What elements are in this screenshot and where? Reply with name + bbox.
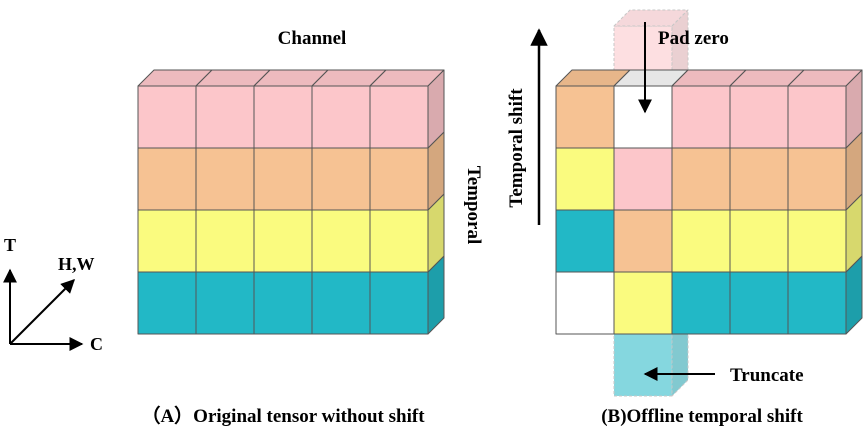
- cube-front-face: [253, 85, 313, 149]
- cube-front-face: [613, 209, 673, 273]
- cube-front-face: [253, 147, 313, 211]
- cube-front-face: [311, 271, 371, 335]
- cube-front-face: [671, 209, 731, 273]
- cube-front-face: [555, 209, 615, 273]
- temporal-shift-label: Temporal shift: [506, 88, 527, 208]
- cube-front-face: [613, 271, 673, 335]
- cube-front-face: [671, 85, 731, 149]
- cube-front-face: [613, 85, 673, 149]
- cube-r1-c5: [787, 69, 863, 149]
- axis-indicator: T H,W C: [2, 235, 103, 354]
- cube-front-face: [311, 209, 371, 273]
- caption-a: （A）Original tensor without shift: [141, 404, 425, 427]
- cube-front-face: [787, 271, 847, 335]
- cube-front-face: [195, 147, 255, 211]
- axis-hw-label: H,W: [58, 254, 95, 274]
- cube-front-face: [253, 209, 313, 273]
- temporal-label: Temporal: [463, 166, 484, 244]
- cube-front-face: [311, 85, 371, 149]
- offline-shift-panel: [555, 9, 863, 397]
- cube-side-face: [671, 9, 689, 89]
- cube-front-face: [671, 147, 731, 211]
- cube-r1-c3: [671, 69, 747, 149]
- cube-front-face: [787, 209, 847, 273]
- cube-front-face: [555, 85, 615, 149]
- cube-front-face: [253, 271, 313, 335]
- cube-front-face: [613, 333, 673, 397]
- cube-r3-c5: [369, 193, 445, 273]
- cube-front-face: [729, 271, 789, 335]
- cube-front-face: [613, 147, 673, 211]
- caption-b: (B)Offline temporal shift: [601, 406, 803, 427]
- cube-front-face: [369, 271, 429, 335]
- cube-front-face: [195, 271, 255, 335]
- axis-hw-line: [9, 279, 75, 345]
- axis-c-label: C: [90, 334, 103, 354]
- cube-front-face: [729, 209, 789, 273]
- cube-front-face: [729, 147, 789, 211]
- cube-front-face: [787, 147, 847, 211]
- cube-front-face: [555, 271, 615, 335]
- cube-r3-c5: [787, 193, 863, 273]
- cube-front-face: [787, 85, 847, 149]
- cube-front-face: [369, 85, 429, 149]
- pad-zero-label: Pad zero: [658, 28, 729, 49]
- channel-label: Channel: [278, 28, 347, 49]
- cube-front-face: [671, 271, 731, 335]
- cube-front-face: [137, 85, 197, 149]
- cube-front-face: [137, 271, 197, 335]
- cube-front-face: [137, 209, 197, 273]
- cube-front-face: [369, 147, 429, 211]
- cube-front-face: [311, 147, 371, 211]
- cube-r1-c5: [369, 69, 445, 149]
- truncate-label: Truncate: [730, 365, 804, 386]
- cube-front-face: [195, 85, 255, 149]
- axis-t-label: T: [4, 235, 16, 255]
- cube-side-face: [427, 69, 445, 149]
- cube-side-face: [845, 69, 863, 149]
- cube-front-face: [137, 147, 197, 211]
- cube-front-face: [369, 209, 429, 273]
- cube-front-face: [195, 209, 255, 273]
- original-tensor-panel: [137, 69, 445, 335]
- cube-front-face: [555, 147, 615, 211]
- cube-front-face: [729, 85, 789, 149]
